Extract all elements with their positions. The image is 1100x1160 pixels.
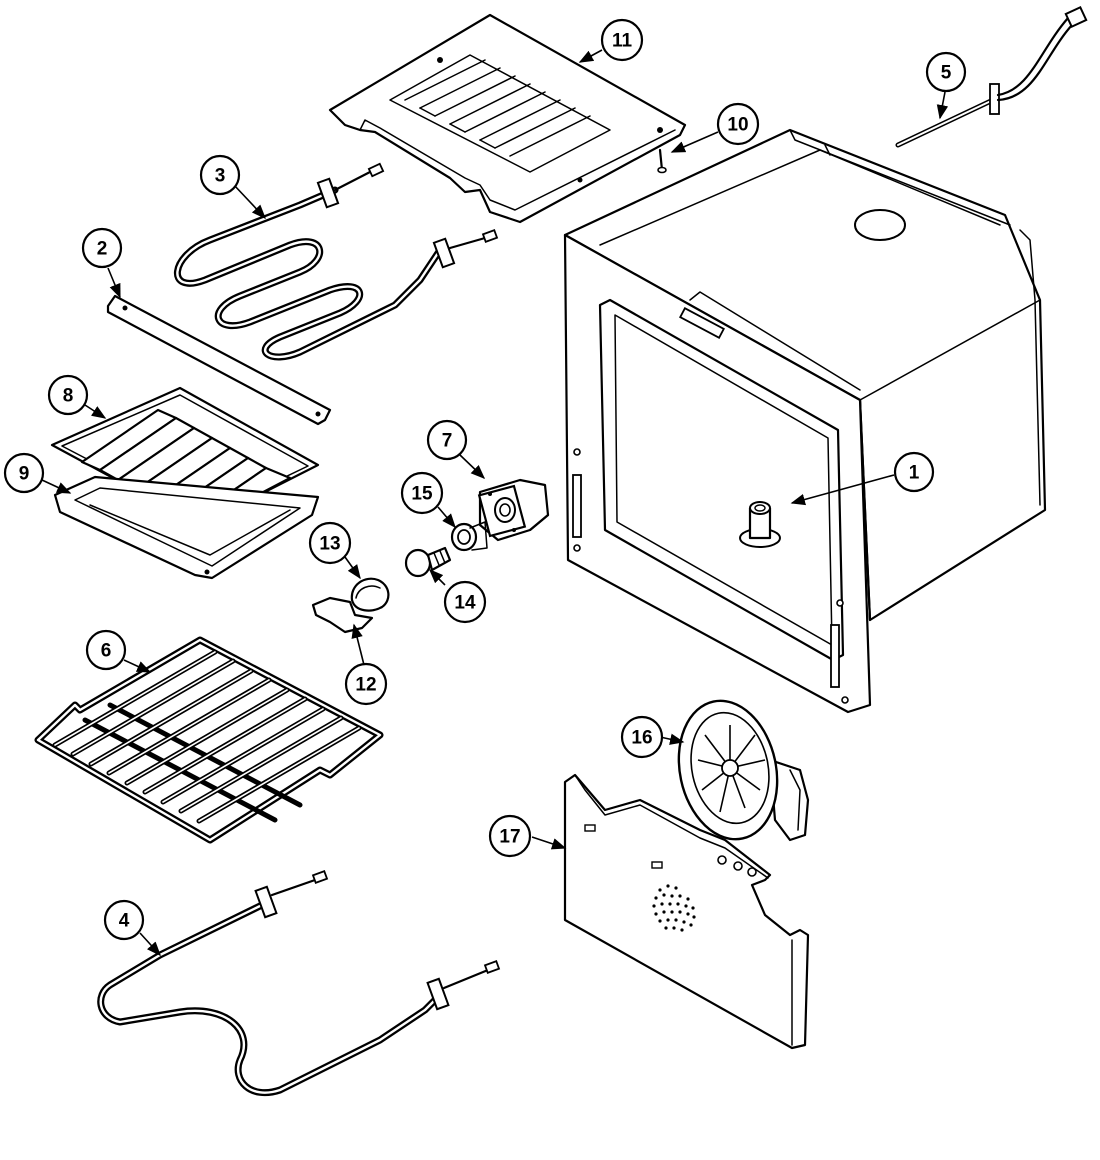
part-6-oven-rack — [34, 636, 384, 844]
svg-text:15: 15 — [411, 484, 433, 505]
part-9-broiler-pan — [53, 475, 320, 580]
part-11-heater-cover-plate — [328, 13, 687, 224]
part-4-bake-element — [97, 870, 501, 1097]
part-3-broil-element — [174, 162, 499, 361]
svg-text:8: 8 — [63, 386, 74, 407]
svg-text:1: 1 — [909, 463, 920, 484]
callout-13: 13 — [308, 521, 352, 565]
part-14-lamp-bulb — [404, 546, 452, 578]
callout-12: 12 — [344, 662, 388, 706]
part-16-convection-fan — [677, 699, 810, 842]
part-10-screw — [657, 148, 667, 174]
svg-text:17: 17 — [499, 827, 520, 848]
svg-text:10: 10 — [727, 115, 748, 136]
svg-text:11: 11 — [612, 31, 633, 52]
callout-3: 3 — [199, 154, 241, 196]
part-5-temperature-sensor — [895, 5, 1088, 148]
svg-text:4: 4 — [119, 911, 130, 932]
svg-text:13: 13 — [319, 534, 340, 555]
callout-4: 4 — [103, 899, 145, 941]
callout-17: 17 — [488, 814, 532, 858]
svg-text:9: 9 — [19, 464, 30, 485]
callout-2: 2 — [81, 227, 123, 269]
callout-14: 14 — [443, 580, 487, 624]
svg-text:12: 12 — [355, 675, 376, 696]
callout-7: 7 — [426, 419, 468, 461]
svg-text:7: 7 — [442, 431, 453, 452]
part-7-lamp-receptacle — [477, 478, 550, 542]
svg-text:5: 5 — [941, 63, 952, 84]
svg-text:3: 3 — [215, 166, 226, 187]
callout-10: 10 — [716, 102, 760, 146]
callout-6: 6 — [85, 629, 127, 671]
callout-15: 15 — [400, 471, 444, 515]
part-17-fan-cover-panel — [563, 773, 810, 1050]
svg-text:16: 16 — [631, 728, 652, 749]
callout-16: 16 — [620, 715, 664, 759]
callout-1: 1 — [893, 451, 935, 493]
svg-text:6: 6 — [101, 641, 112, 662]
part-15-lamp-socket — [450, 521, 488, 552]
leader-lines — [41, 49, 949, 957]
callout-9: 9 — [3, 452, 45, 494]
callout-5: 5 — [925, 51, 967, 93]
part-12-lens-gasket — [311, 596, 374, 634]
svg-text:2: 2 — [97, 239, 108, 260]
callout-11: 11 — [600, 18, 644, 62]
callout-8: 8 — [47, 374, 89, 416]
svg-text:14: 14 — [454, 593, 476, 614]
part-1-oven-cavity — [563, 128, 1047, 714]
part-13-lamp-lens — [350, 577, 390, 612]
